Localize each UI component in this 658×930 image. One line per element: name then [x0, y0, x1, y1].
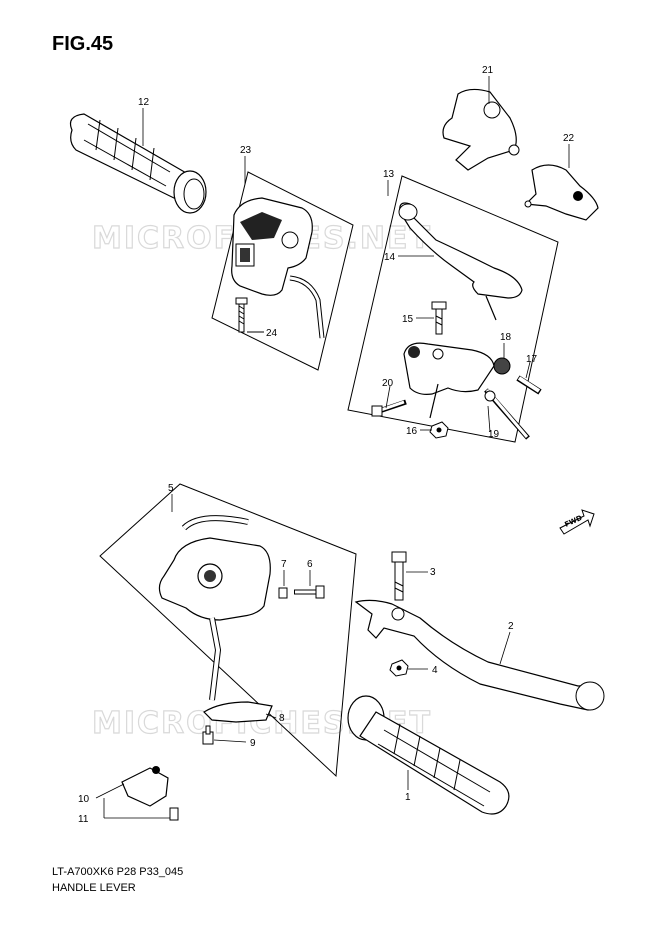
throttle-assembly-group [99, 483, 357, 778]
callout-11: 11 [78, 814, 89, 825]
callout-14: 14 [384, 252, 396, 263]
lever-bolt-3 [391, 551, 407, 601]
callout-22: 22 [563, 133, 575, 144]
callout-12: 12 [138, 97, 150, 108]
callout-1: 1 [405, 792, 411, 803]
callout-20: 20 [382, 378, 394, 389]
callout-2: 2 [508, 621, 514, 632]
callout-23: 23 [240, 145, 252, 156]
callout-4: 4 [432, 665, 438, 676]
catalog-code: LT-A700XK6 P28 P33_045 [52, 866, 184, 878]
callout-18: 18 [500, 332, 512, 343]
switch-assembly-group [211, 171, 354, 371]
bracket-22 [524, 164, 599, 221]
left-grip [69, 113, 207, 214]
right-grip [347, 695, 510, 815]
callout-15: 15 [402, 314, 414, 325]
callout-17: 17 [526, 354, 538, 365]
callout-24: 24 [266, 328, 278, 339]
callout-8: 8 [279, 713, 285, 724]
figure-title: FIG.45 [52, 33, 114, 55]
nut-4 [389, 659, 409, 677]
callout-10: 10 [78, 794, 90, 805]
brake-lever-2 [354, 599, 605, 711]
clutch-lever-assembly-group [347, 175, 559, 443]
callout-7: 7 [281, 559, 287, 570]
section-name: HANDLE LEVER [52, 882, 136, 894]
callout-16: 16 [406, 426, 418, 437]
callout-21: 21 [482, 65, 494, 76]
callout-3: 3 [430, 567, 436, 578]
forward-direction-arrow: FWD [559, 509, 595, 535]
lever-bracket-21 [442, 88, 520, 171]
callout-5: 5 [168, 483, 174, 494]
callout-13: 13 [383, 169, 395, 180]
callout-9: 9 [250, 738, 256, 749]
stop-switch-10 [121, 766, 179, 821]
callout-6: 6 [307, 559, 313, 570]
callout-19: 19 [488, 429, 500, 440]
callout-labels: 12 23 24 13 14 15 20 16 19 18 17 21 22 5… [78, 65, 575, 825]
leader-lines [95, 76, 570, 819]
